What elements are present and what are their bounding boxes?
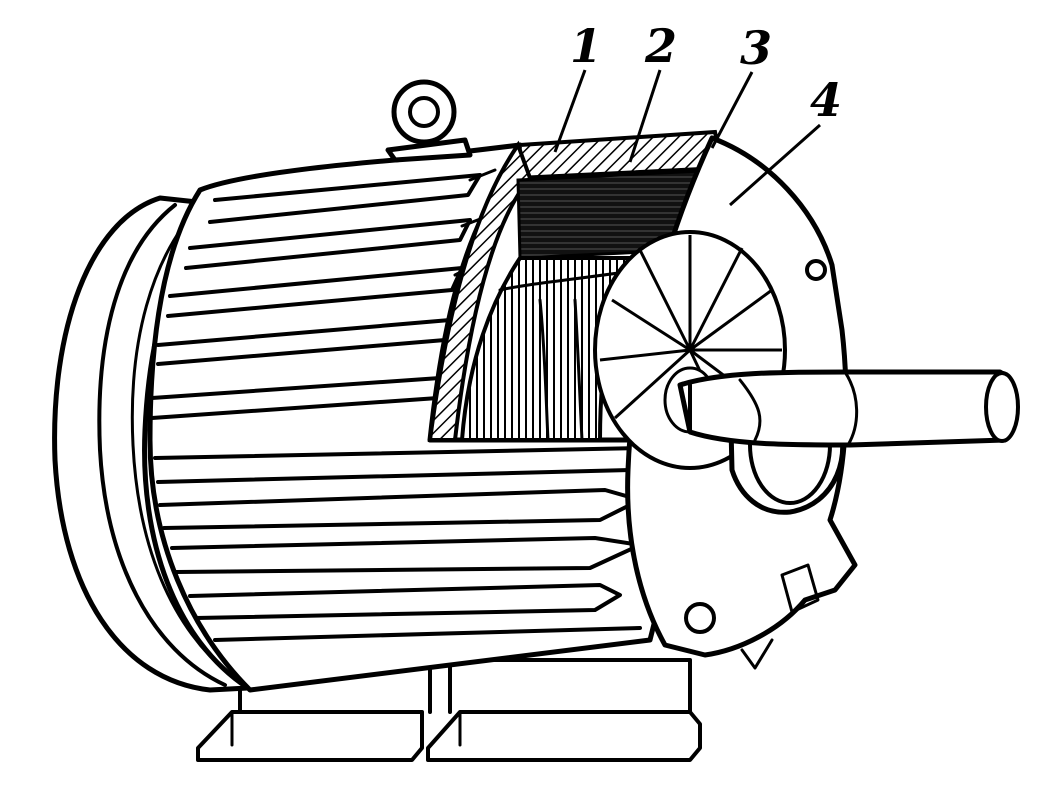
callout-1: 1 — [570, 19, 602, 73]
lifting-eye — [385, 79, 473, 163]
callout-2: 2 — [644, 19, 677, 73]
callout-3: 3 — [740, 21, 772, 75]
callout-labels: 1 2 3 4 — [570, 19, 842, 127]
motor-shaft — [677, 369, 1020, 448]
leader-lines — [553, 69, 821, 207]
callout-4: 4 — [810, 73, 842, 127]
